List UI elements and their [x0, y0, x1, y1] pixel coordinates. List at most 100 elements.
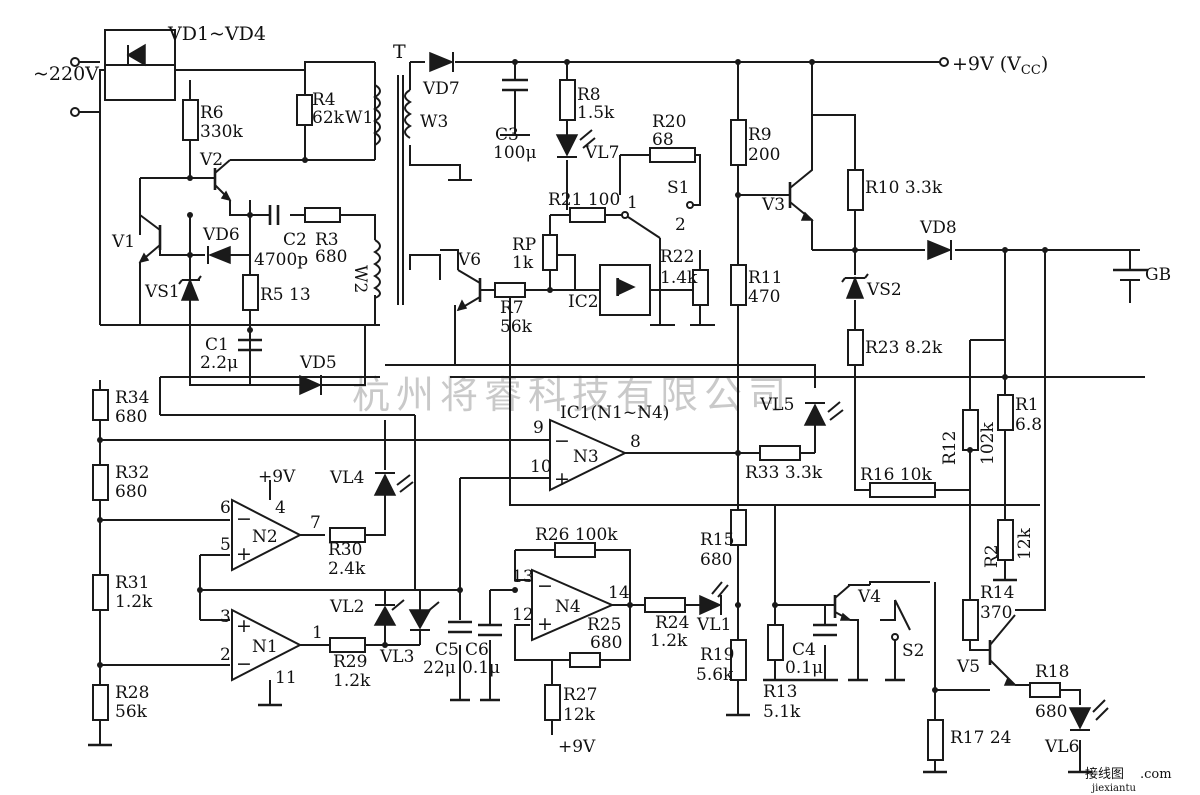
label-vl4: VL4: [329, 468, 364, 488]
label-r13: R13: [763, 682, 797, 702]
label-r34: R34: [115, 388, 149, 408]
label-r8: R8: [577, 85, 601, 105]
label-r1: R1: [1015, 395, 1039, 415]
resistor-r3: [304, 207, 341, 223]
resistor-r12: [962, 409, 979, 451]
label-c6: C6: [465, 640, 489, 660]
led-vl2: [373, 599, 405, 626]
capacitor-c6: [478, 623, 502, 637]
led-vl5: [803, 401, 844, 426]
label-r14v: 370: [980, 603, 1012, 623]
label-r32: R32: [115, 463, 149, 483]
label-vl2: VL2: [329, 597, 364, 617]
label-transformer: T: [393, 41, 406, 63]
capacitor-c4: [813, 623, 837, 637]
watermark: 杭州将睿科技有限公司: [352, 373, 792, 417]
capacitor-c3: [502, 78, 528, 92]
label-n3-minus: −: [554, 430, 570, 452]
label-n3-plus: +: [554, 468, 570, 490]
label-vd7: VD7: [422, 79, 460, 99]
label-p9: 9: [533, 418, 544, 438]
transistor-v3: [775, 115, 814, 235]
label-r28v: 56k: [115, 702, 148, 722]
label-n2-minus: −: [236, 508, 252, 530]
label-r6v: 330k: [200, 122, 243, 142]
label-s1: S1: [667, 178, 689, 198]
resistor-r11: [730, 264, 747, 306]
transistor-v4: [825, 584, 853, 621]
label-r6: R6: [200, 103, 224, 123]
components: [70, 29, 1109, 761]
label-r23: R23 8.2k: [865, 338, 943, 358]
label-v4: V4: [857, 587, 881, 607]
switch-s2-contact: [891, 633, 899, 641]
label-w2: W2: [350, 265, 370, 293]
label-p10: 10: [530, 457, 552, 477]
label-s2: S2: [902, 641, 924, 661]
label-n4-minus: −: [537, 575, 553, 597]
resistor-r4: [296, 94, 313, 126]
label-r27v: 12k: [563, 705, 596, 725]
label-vl5: VL5: [759, 395, 794, 415]
label-r30v: 2.4k: [328, 559, 366, 579]
capacitor-c5: [448, 620, 472, 634]
resistor-r5: [242, 274, 259, 311]
label-c5v: 22μ: [423, 658, 456, 678]
label-n1-plus: +: [236, 615, 252, 637]
label-v6: V6: [457, 250, 481, 270]
label-r28: R28: [115, 683, 149, 703]
label-r25: R25: [587, 615, 621, 635]
zener-vs2: [841, 273, 869, 299]
label-p11: 11: [275, 668, 297, 688]
resistor-r15: [730, 509, 747, 546]
resistor-r28: [92, 684, 109, 721]
label-n4: N4: [555, 597, 581, 617]
label-r9v: 200: [748, 145, 780, 165]
opamp-n4: [531, 568, 615, 642]
label-r31v: 1.2k: [115, 592, 153, 612]
led-vl7: [555, 129, 596, 158]
label-c1: C1: [205, 335, 229, 355]
label-r32v: 680: [115, 482, 147, 502]
label-w1: W1: [345, 108, 373, 128]
resistor-r30: [329, 527, 366, 543]
led-vl4: [373, 472, 414, 496]
label-r20: R20: [652, 112, 686, 132]
label-p7: 7: [310, 513, 321, 533]
label-rp: RP: [512, 235, 536, 255]
label-n2-plus: +: [236, 543, 252, 565]
resistor-r13: [767, 624, 784, 661]
label-c4: C4: [792, 640, 816, 660]
resistor-r23: [847, 329, 864, 366]
label-c3: C3: [495, 125, 519, 145]
resistor-r8: [559, 79, 576, 121]
led-vl3: [408, 601, 440, 631]
label-r20v: 68: [652, 130, 674, 150]
label-r11v: 470: [748, 287, 780, 307]
label-r4v: 62k: [312, 108, 345, 128]
transistor-v6: [440, 249, 482, 312]
coil-w2: [373, 239, 381, 299]
label-n1: N1: [252, 637, 278, 657]
label-c5: C5: [435, 640, 459, 660]
resistor-r17: [927, 719, 944, 761]
label-vcc: +9V (VCC): [952, 53, 1048, 78]
resistor-r2: [997, 519, 1014, 561]
label-c2v: 4700p: [254, 250, 308, 270]
label-r27: R27: [563, 685, 597, 705]
label-p8: 8: [630, 432, 641, 452]
site-logo: 接线图: [1085, 766, 1124, 782]
label-r30: R30: [328, 540, 362, 560]
label-r22v: 1.4k: [660, 268, 698, 288]
resistor-r20: [649, 147, 696, 163]
opamp-n2: [231, 498, 303, 572]
label-r3: R3: [315, 230, 339, 250]
label-c4v: 0.1μ: [785, 658, 823, 678]
label-r16: R16 10k: [860, 465, 932, 485]
label-bridge: VD1~VD4: [167, 23, 266, 45]
resistor-r19: [730, 639, 747, 681]
label-v1: V1: [111, 232, 135, 252]
resistor-r6: [182, 99, 199, 141]
transistor-v5: [988, 614, 1017, 686]
